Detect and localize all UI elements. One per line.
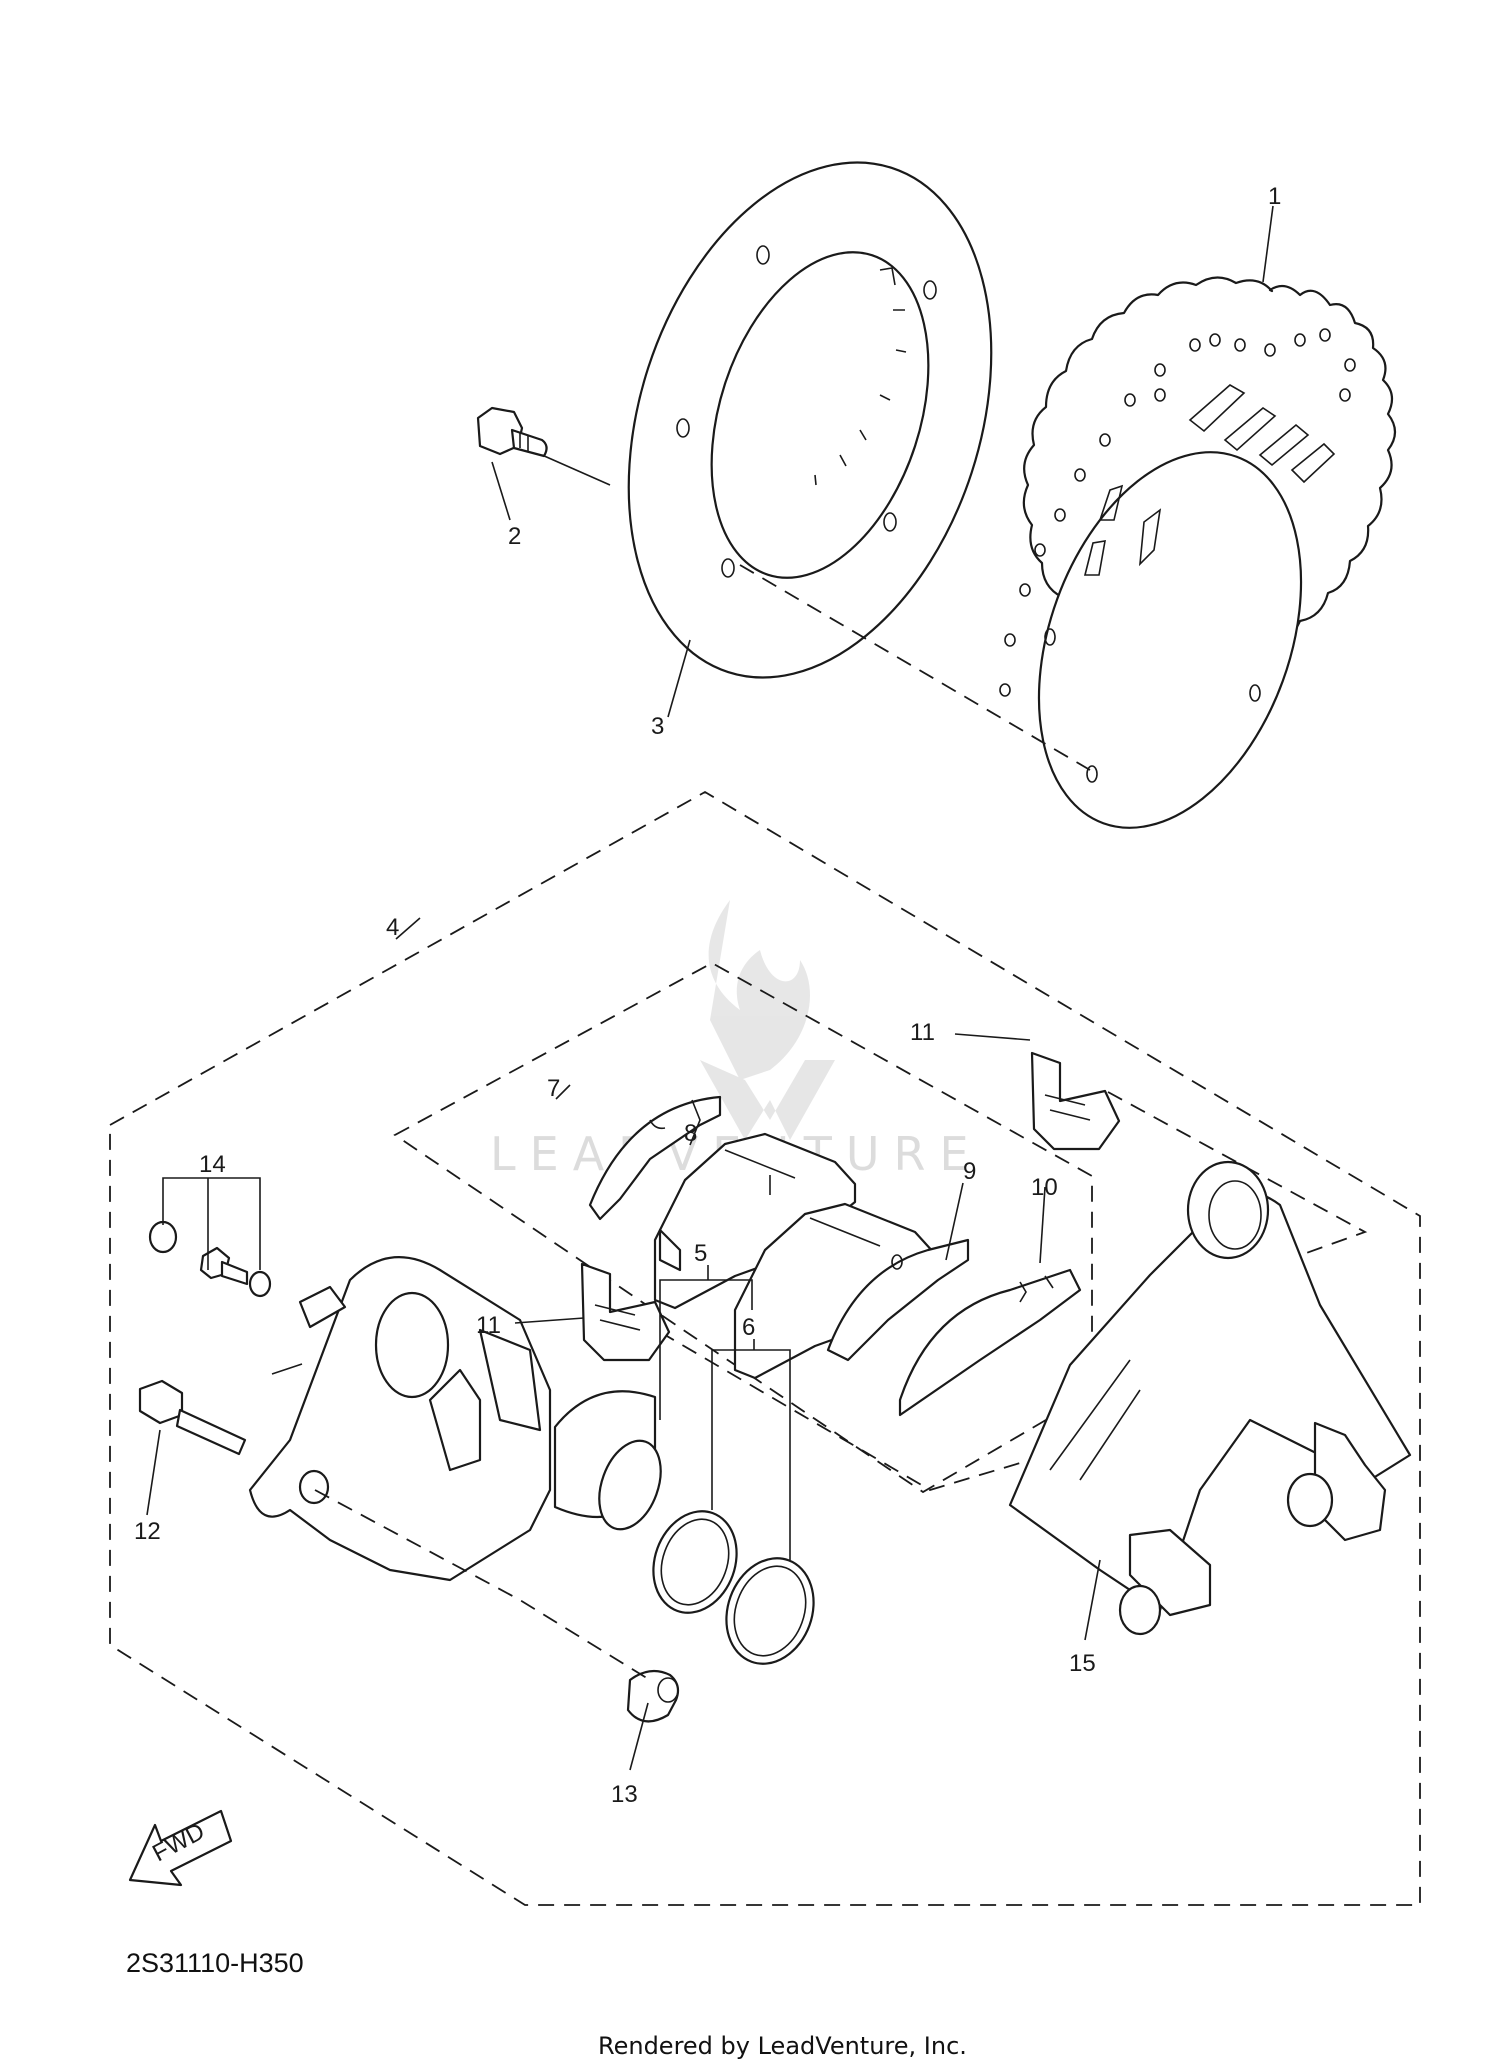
leader-lines	[146, 205, 1274, 1771]
callout-12: 12	[134, 1518, 161, 1545]
pin-boot[interactable]	[626, 1669, 680, 1723]
diagram-reference-code: 2S31110-H350	[126, 1948, 304, 1978]
callout-14: 14	[199, 1151, 226, 1178]
leadventure-watermark: LEADVENTURE	[490, 900, 969, 1181]
pad-shim[interactable]	[588, 1095, 722, 1221]
pad-spring-lower[interactable]	[580, 1262, 671, 1362]
callout-11-lower: 11	[476, 1312, 501, 1339]
pad-spring-upper[interactable]	[1030, 1051, 1121, 1151]
caliper-body[interactable]	[248, 1256, 552, 1582]
pad-kit-outline	[393, 961, 1093, 1494]
callout-6: 6	[742, 1314, 755, 1341]
callout-7: 7	[547, 1075, 560, 1102]
callout-2: 2	[508, 523, 521, 550]
callout-15: 15	[1069, 1650, 1096, 1677]
callout-10: 10	[1031, 1174, 1058, 1201]
callout-4: 4	[386, 914, 399, 941]
callout-11-upper: 11	[910, 1019, 935, 1046]
bleeder-screw[interactable]	[148, 1220, 272, 1298]
dust-seal[interactable]	[712, 1546, 828, 1676]
brake-disc[interactable]	[991, 276, 1397, 864]
pad-shim-outer[interactable]	[898, 1268, 1082, 1417]
callout-9: 9	[963, 1158, 976, 1185]
disc-spacer-ring[interactable]	[566, 115, 1053, 724]
brake-pad-1[interactable]	[653, 1132, 857, 1310]
callout-13: 13	[611, 1781, 638, 1808]
callout-8: 8	[684, 1120, 697, 1147]
callout-5: 5	[694, 1240, 707, 1267]
callout-labels: 1 2 3 4 5 6 7 8 9 10 11 11 12 13 14 15	[134, 183, 1281, 1808]
disc-bolt[interactable]	[476, 406, 548, 458]
forward-direction-arrow: FWD	[128, 1809, 233, 1887]
pad-shim-inner[interactable]	[826, 1238, 970, 1362]
footer-credit: Rendered by LeadVenture, Inc.	[598, 2032, 967, 2060]
caliper-assembly-outline	[109, 790, 1421, 1906]
caliper-piston[interactable]	[553, 1390, 672, 1538]
callout-1: 1	[1268, 183, 1281, 210]
caliper-bracket[interactable]	[1008, 1160, 1412, 1636]
piston-seal[interactable]	[640, 1499, 751, 1624]
caliper-pin[interactable]	[138, 1379, 247, 1456]
callout-3: 3	[651, 713, 664, 740]
